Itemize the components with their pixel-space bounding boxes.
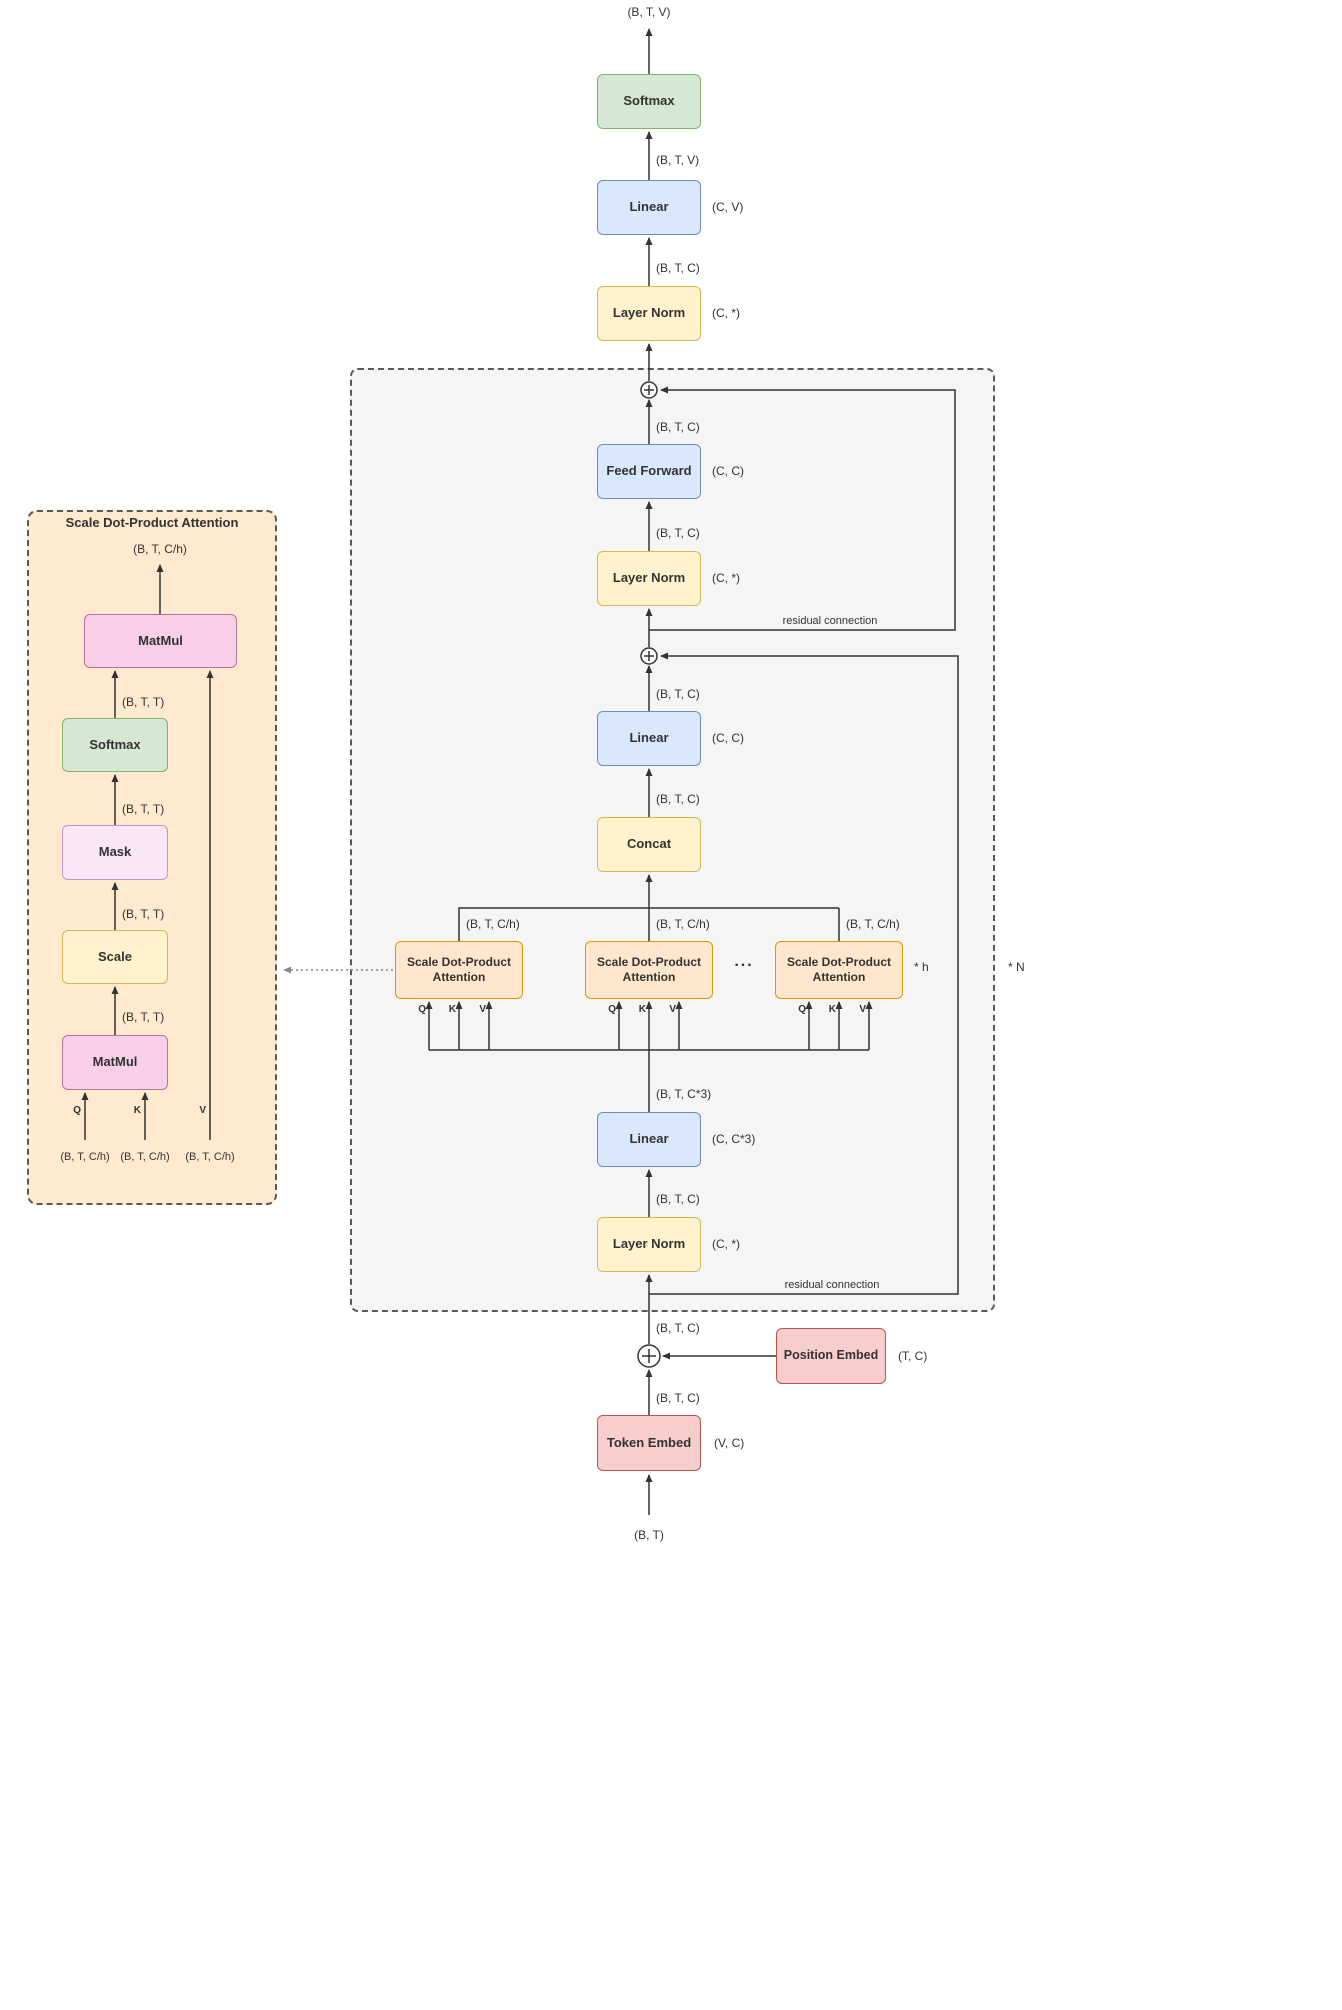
head1-q-label: Q [418,1004,426,1015]
qkv-linear-in-shape-label: (B, T, C) [656,1192,700,1206]
head1-out-shape-label: (B, T, C/h) [466,917,520,931]
detail-tt-shape-label-3: (B, T, T) [122,907,165,921]
detail-mask-box: Mask [62,825,168,880]
final-layernorm-box: Layer Norm [597,286,701,341]
detail-tt-shape-label-1: (B, T, T) [122,695,165,709]
detail-matmul-bottom-box: MatMul [62,1035,168,1090]
detail-softmax-box: Softmax [62,718,168,772]
add1-in-shape-label: (B, T, C) [656,687,700,701]
residual-ff-label: residual connection [782,615,878,627]
embed-add-out-shape-label: (B, T, C) [656,1321,700,1335]
token-embed-weights-label: (V, C) [714,1436,745,1450]
attention-head-1: Scale Dot-Product Attention [395,941,523,999]
head3-out-shape-label: (B, T, C/h) [846,917,900,931]
token-out-shape-label: (B, T, C) [656,1391,700,1405]
position-embed-box: Position Embed [776,1328,886,1384]
concat-box: Concat [597,817,701,872]
layernorm1-weights-label: (C, *) [712,1237,740,1251]
detail-v-label: V [199,1105,206,1116]
feed-forward-weights-label: (C, C) [712,464,744,478]
qkv-out-shape-label: (B, T, C*3) [656,1087,712,1101]
heads-repeat-label: * h [914,960,929,974]
head3-v-label: V [859,1004,866,1015]
detail-scale-box: Scale [62,930,168,984]
head1-k-label: K [448,1004,456,1015]
qkv-linear-weights-label: (C, C*3) [712,1132,756,1146]
final-linear-in-shape-label: (B, T, C) [656,261,700,275]
token-embed-box: Token Embed [597,1415,701,1471]
detail-tt-shape-label-2: (B, T, T) [122,802,165,816]
proj-linear-in-shape-label: (B, T, C) [656,792,700,806]
proj-linear-weights-label: (C, C) [712,731,744,745]
layernorm2-box: Layer Norm [597,551,701,606]
add-icon-embed [637,1344,661,1368]
head3-k-label: K [828,1004,836,1015]
detail-q-label: Q [73,1105,81,1116]
detail-k-label: K [133,1105,141,1116]
detail-q-shape-label: (B, T, C/h) [60,1151,110,1163]
output-shape-label: (B, T, V) [627,5,671,19]
detail-tt-shape-label-4: (B, T, T) [122,1010,165,1024]
add2-in-shape-label: (B, T, C) [656,420,700,434]
softmax-in-shape-label: (B, T, V) [656,153,700,167]
softmax-output-box: Softmax [597,74,701,129]
head2-v-label: V [669,1004,676,1015]
final-layernorm-weights-label: (C, *) [712,306,740,320]
layernorm1-box: Layer Norm [597,1217,701,1272]
feed-forward-in-shape-label: (B, T, C) [656,526,700,540]
layernorm2-weights-label: (C, *) [712,571,740,585]
head2-out-shape-label: (B, T, C/h) [656,917,710,931]
attention-head-3: Scale Dot-Product Attention [775,941,903,999]
feed-forward-box: Feed Forward [597,444,701,499]
detail-v-shape-label: (B, T, C/h) [185,1151,235,1163]
attention-head-2: Scale Dot-Product Attention [585,941,713,999]
heads-ellipsis: ... [734,953,754,970]
detail-panel-title: Scale Dot-Product Attention [65,515,239,530]
detail-matmul-top-box: MatMul [84,614,237,668]
head3-q-label: Q [798,1004,806,1015]
qkv-linear-box: Linear [597,1112,701,1167]
final-linear-weights-label: (C, V) [712,200,744,214]
final-linear-box: Linear [597,180,701,235]
head1-v-label: V [479,1004,486,1015]
head2-q-label: Q [608,1004,616,1015]
detail-out-shape-label: (B, T, C/h) [133,542,187,556]
block-repeat-label: * N [1008,960,1025,974]
head2-k-label: K [638,1004,646,1015]
residual-attn-label: residual connection [784,1279,880,1291]
input-shape-label: (B, T) [634,1528,664,1542]
position-embed-weights-label: (T, C) [898,1349,928,1363]
proj-linear-box: Linear [597,711,701,766]
detail-k-shape-label: (B, T, C/h) [120,1151,170,1163]
